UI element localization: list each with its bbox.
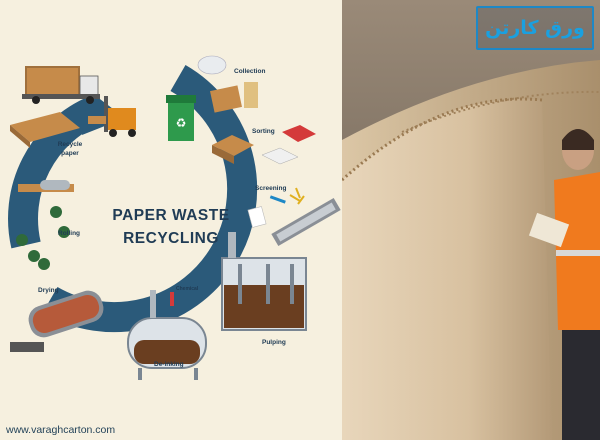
- label-collection: Collection: [234, 68, 265, 75]
- website-url: www.varaghcarton.com: [6, 424, 116, 436]
- paper-rolls-photo: ورق کارتن: [342, 0, 600, 440]
- label-deinking: De-inking: [154, 361, 184, 368]
- sorted-paper-icon: [212, 125, 316, 165]
- pulping-tank-icon: [221, 232, 307, 331]
- cardboard-stack-icon: [10, 112, 80, 148]
- deinking-tank-icon: [127, 290, 207, 380]
- recycle-bin-icon: ♻: [166, 95, 196, 141]
- label-chemical: Chemical: [176, 286, 199, 292]
- svg-text:♻: ♻: [176, 116, 187, 130]
- label-recycle-paper-1: Recycle: [58, 141, 83, 148]
- drying-drum-icon: [10, 290, 104, 352]
- forklift-icon: [88, 96, 136, 137]
- recycling-diagram: Recycle paper ♻ Collection Sorting Scree…: [8, 55, 341, 380]
- brand-logo: ورق کارتن: [476, 6, 594, 50]
- brand-logo-text: ورق کارتن: [485, 17, 585, 39]
- diagram-title-line1: PAPER WASTE: [112, 207, 230, 224]
- conveyor-icon: [271, 197, 341, 247]
- diagram-title-line2: RECYCLING: [123, 230, 219, 247]
- truck-icon: [22, 66, 100, 104]
- shredded-paper-icon: [247, 187, 305, 228]
- recycling-infographic: Recycle paper ♻ Collection Sorting Scree…: [0, 0, 342, 440]
- label-pulping: Pulping: [262, 339, 286, 346]
- worker-figure: [528, 129, 600, 440]
- label-screening: Screening: [255, 185, 286, 192]
- cycle-loop: [42, 65, 258, 333]
- label-sorting: Sorting: [252, 128, 275, 135]
- label-drying: Drying: [38, 287, 59, 294]
- label-rolling: Rolling: [58, 230, 80, 237]
- rollers-icon: [16, 180, 74, 270]
- label-recycle-paper-2: paper: [61, 150, 79, 157]
- paper-roll-front: [342, 99, 552, 440]
- cycle-loop-upper: [8, 96, 102, 249]
- photo-illustration: [342, 0, 600, 440]
- paper-pile-icon: [197, 55, 258, 113]
